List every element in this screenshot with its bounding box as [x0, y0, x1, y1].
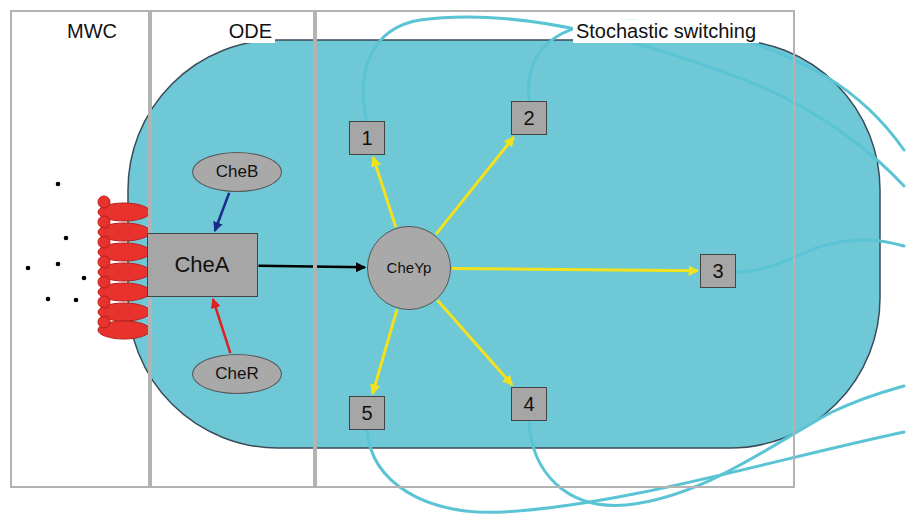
signal-arrow: [373, 309, 398, 394]
model-panel: Stochastic switchingCheYp 1 2 3 4 5: [315, 10, 795, 488]
flagella: [363, 17, 904, 512]
node-label: CheA: [174, 253, 229, 277]
kinase-box: CheA: [147, 233, 258, 297]
protein-ellipse: CheR: [192, 354, 282, 394]
panel-title: ODE: [226, 20, 275, 43]
signal-arrow: [436, 137, 514, 234]
signal-arrow: [213, 299, 230, 353]
receptor-array: [98, 196, 150, 339]
ligand-dots: [26, 182, 87, 303]
signal-arrow: [452, 268, 698, 270]
cell-body: [128, 40, 880, 448]
signal-arrow: [259, 266, 366, 268]
panel-title: Stochastic switching: [573, 20, 759, 43]
protein-ellipse: CheB: [192, 152, 282, 192]
motor-box: 3: [700, 254, 736, 288]
signal-arrow: [437, 300, 512, 385]
node-label: 3: [712, 260, 723, 282]
signal-arrow: [215, 193, 229, 231]
panel-title: MWC: [64, 20, 120, 43]
node-label: 1: [361, 127, 372, 149]
signal-arrow: [373, 157, 396, 227]
node-label: CheR: [215, 365, 258, 384]
motor-box: 4: [511, 387, 547, 421]
node-label: CheYp: [387, 260, 432, 277]
model-panel: MWC: [10, 10, 150, 488]
node-label: 2: [523, 107, 534, 129]
motor-box: 5: [349, 396, 385, 430]
node-label: 5: [361, 402, 372, 424]
node-label: 4: [523, 393, 534, 415]
motor-box: 1: [349, 121, 385, 155]
motor-box: 2: [511, 101, 547, 135]
messenger-circle: CheYp: [367, 226, 451, 310]
node-label: CheB: [216, 163, 259, 182]
